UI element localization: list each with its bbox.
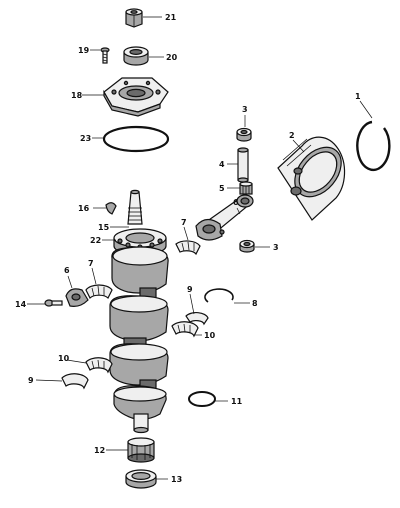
callout-10-right: 10 — [204, 331, 216, 340]
crankshaft-assembly — [109, 189, 169, 434]
callout-21: 21 — [165, 13, 177, 22]
callout-4: 4 — [219, 160, 225, 169]
callout-14: 14 — [15, 300, 27, 309]
callout-15: 15 — [98, 223, 110, 232]
part-21-nut — [125, 8, 143, 28]
callout-8: 8 — [252, 299, 258, 308]
callout-3-upper: 3 — [242, 105, 248, 114]
callout-18: 18 — [71, 91, 83, 100]
callout-9-left: 9 — [28, 376, 34, 385]
part-19-screw — [100, 47, 110, 64]
callout-7-left: 7 — [88, 259, 94, 268]
part-14-screw — [44, 299, 63, 307]
part-10-needle-cage-right — [171, 321, 199, 338]
part-18-bearing-housing — [103, 77, 169, 117]
part-3-cap-upper — [236, 127, 252, 142]
callout-20: 20 — [166, 53, 178, 62]
part-7-needle-cage-left — [85, 284, 113, 300]
part-12-roller-bearing — [127, 437, 155, 463]
part-9-bearing-half-right — [185, 312, 209, 326]
part-11-ring — [188, 391, 216, 407]
part-9-bearing-half-left — [61, 373, 89, 390]
callout-23: 23 — [80, 134, 91, 143]
part-7-needle-cage-right — [175, 240, 201, 256]
callout-numbers: 21 19 20 18 23 3 1 2 4 5 6 16 15 7 22 3 … — [15, 13, 361, 484]
callout-6-upper: 6 — [233, 198, 239, 207]
part-5-needle-bearing — [239, 181, 253, 195]
callout-7-right: 7 — [181, 218, 187, 227]
part-13-seal-ring — [125, 469, 157, 489]
callout-3-lower: 3 — [273, 243, 279, 252]
part-4-wrist-pin — [237, 147, 249, 183]
part-2-piston — [277, 136, 346, 221]
part-6-connecting-rod — [195, 194, 254, 241]
callout-1: 1 — [355, 92, 361, 101]
callout-5: 5 — [219, 184, 225, 193]
callout-19: 19 — [78, 46, 90, 55]
part-3-cap-lower — [239, 239, 255, 253]
part-6-rod-cap-lower — [65, 288, 89, 307]
leader-lines — [27, 16, 373, 480]
part-23-o-ring — [102, 125, 170, 153]
part-10-needle-cage-left — [85, 357, 113, 374]
part-8-retaining-ring — [204, 288, 234, 303]
part-16-key — [105, 202, 117, 215]
part-20-seal — [123, 46, 149, 66]
part-1-piston-ring — [356, 120, 391, 172]
callout-16: 16 — [78, 204, 90, 213]
callout-11: 11 — [231, 397, 243, 406]
callout-6-lower: 6 — [64, 266, 70, 275]
callout-2: 2 — [289, 131, 295, 140]
callout-10-left: 10 — [58, 354, 70, 363]
callout-22: 22 — [90, 236, 101, 245]
callout-12: 12 — [94, 446, 105, 455]
callout-13: 13 — [171, 475, 182, 484]
callout-9-right: 9 — [187, 285, 193, 294]
